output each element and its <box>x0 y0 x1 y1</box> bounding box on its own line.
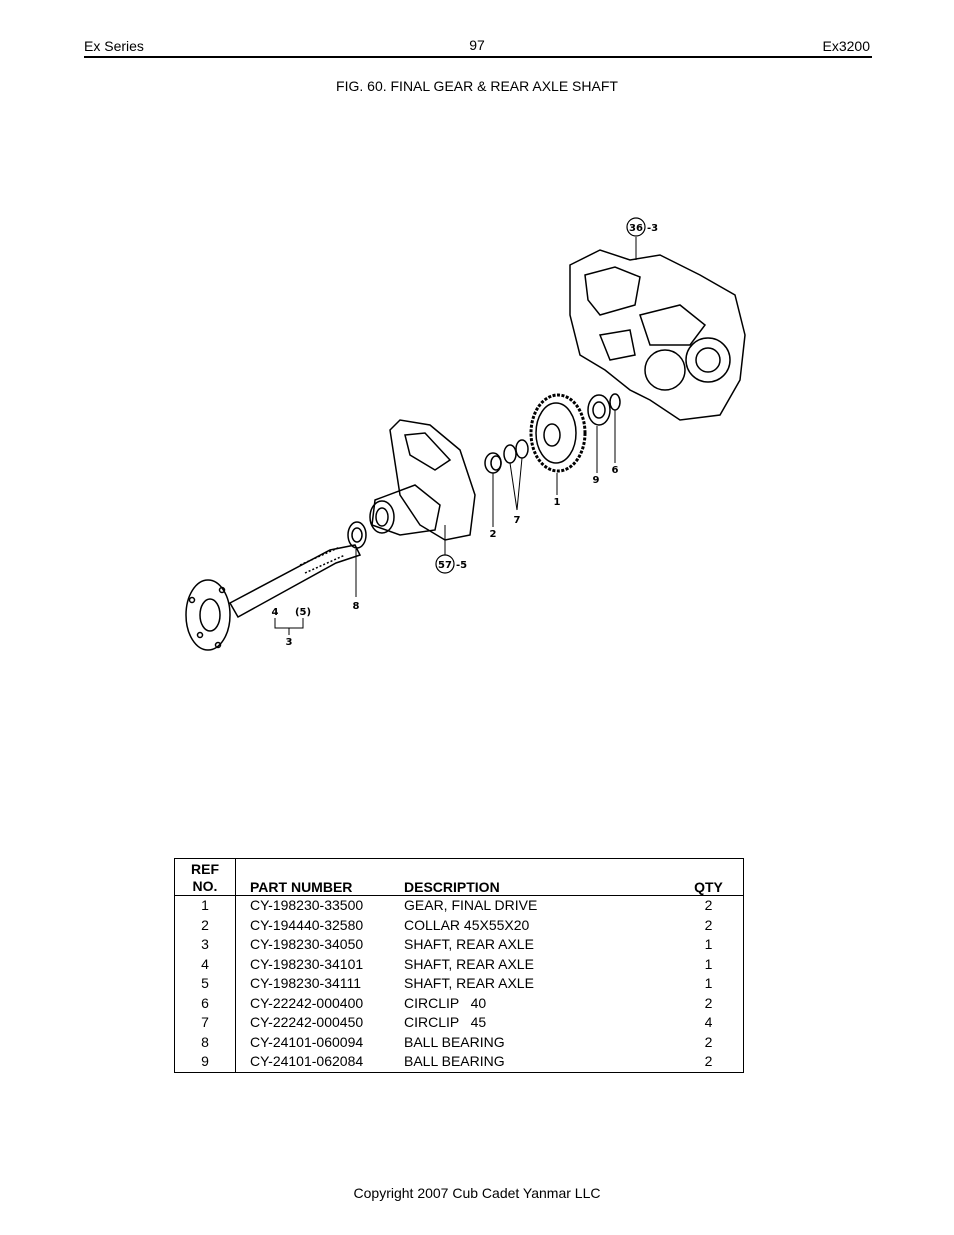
callout-9: 9 <box>593 475 600 486</box>
ball-bearing-8 <box>347 521 367 549</box>
cell-ref: 9 <box>174 1052 236 1072</box>
cell-description: COLLAR 45X55X20 <box>404 916 530 933</box>
cell-description: SHAFT, REAR AXLE <box>404 975 534 991</box>
cell-qty: 2 <box>704 916 713 933</box>
callout-36: 36 <box>629 223 643 234</box>
callout-3: 3 <box>286 637 293 648</box>
cell-qty: 2 <box>704 897 713 913</box>
cell-ref: 8 <box>174 1032 236 1052</box>
header-part-number: PART NUMBER <box>235 858 404 896</box>
parts-table-header: REF NO. PART NUMBER DESCRIPTION QTY <box>174 858 744 896</box>
table-row: 6 CY-22242-000400 CIRCLIP 40 2 <box>174 993 744 1013</box>
header-model: Ex3200 <box>822 38 870 54</box>
ball-bearing-9 <box>587 394 611 426</box>
table-row: 2 CY-194440-32580 COLLAR 45X55X20 2 <box>174 915 744 935</box>
table-row: 7 CY-22242-000450 CIRCLIP 45 4 <box>174 1013 744 1033</box>
cell-part-number: CY-198230-34050 <box>250 936 364 952</box>
cell-ref: 5 <box>174 974 236 994</box>
final-drive-gear-1 <box>529 393 587 473</box>
callout-2: 2 <box>490 529 497 540</box>
cell-ref: 4 <box>174 954 236 974</box>
cell-part-number: CY-198230-34111 <box>250 975 362 991</box>
cell-part-number: CY-194440-32580 <box>250 916 364 933</box>
cell-qty: 2 <box>704 1033 713 1050</box>
cell-description: BALL BEARING <box>404 1033 505 1050</box>
callout-6: 6 <box>612 465 619 476</box>
cell-description: CIRCLIP 45 <box>404 1014 487 1030</box>
callout-8: 8 <box>353 601 360 612</box>
cell-part-number: CY-22242-000450 <box>250 1014 364 1030</box>
table-row: 4 CY-198230-34101 SHAFT, REAR AXLE 1 <box>174 954 744 974</box>
axle-housing <box>369 419 476 541</box>
rear-axle-shaft <box>185 544 362 651</box>
cell-ref: 3 <box>174 935 236 955</box>
callout-5: (5) <box>295 607 311 618</box>
cell-part-number: CY-24101-060094 <box>250 1033 364 1050</box>
cell-qty: 1 <box>704 936 713 952</box>
copyright-footer: Copyright 2007 Cub Cadet Yanmar LLC <box>353 1185 601 1201</box>
figure-title: FIG. 60. FINAL GEAR & REAR AXLE SHAFT <box>336 78 618 94</box>
cell-part-number: CY-24101-062084 <box>250 1053 364 1069</box>
cell-qty: 4 <box>704 1014 713 1030</box>
cell-ref: 2 <box>174 915 236 935</box>
circlips-7 <box>503 439 529 464</box>
cell-description: GEAR, FINAL DRIVE <box>404 897 538 913</box>
cell-qty: 1 <box>704 955 713 972</box>
cell-qty: 2 <box>704 994 713 1011</box>
page-number: 97 <box>469 37 485 53</box>
cell-description: SHAFT, REAR AXLE <box>404 936 534 952</box>
transmission-case <box>569 249 746 421</box>
callout-1: 1 <box>554 497 561 508</box>
table-row: 8 CY-24101-060094 BALL BEARING 2 <box>174 1032 744 1052</box>
callout-4: 4 <box>272 607 279 618</box>
cell-ref: 6 <box>174 993 236 1013</box>
cell-part-number: CY-198230-34101 <box>250 955 364 972</box>
cell-part-number: CY-22242-000400 <box>250 994 364 1011</box>
table-row: 3 CY-198230-34050 SHAFT, REAR AXLE 1 <box>174 935 744 955</box>
table-row: 5 CY-198230-34111 SHAFT, REAR AXLE 1 <box>174 974 744 994</box>
cell-qty: 2 <box>704 1053 713 1069</box>
cell-description: SHAFT, REAR AXLE <box>404 955 534 972</box>
circlip-6 <box>609 393 621 411</box>
header-description: DESCRIPTION <box>404 858 674 896</box>
header-ref-no: REF NO. <box>174 858 236 896</box>
header-rule <box>84 56 872 58</box>
exploded-parts-diagram: 36 -3 57 -5 1 2 7 9 6 8 4 (5) 3 <box>185 217 746 651</box>
callout-57: 57 <box>438 560 452 571</box>
cell-ref: 7 <box>174 1013 236 1033</box>
callout-7: 7 <box>514 515 521 526</box>
header-series: Ex Series <box>84 38 144 54</box>
table-row: 1 CY-198230-33500 GEAR, FINAL DRIVE 2 <box>174 895 744 916</box>
cell-qty: 1 <box>704 975 713 991</box>
cell-part-number: CY-198230-33500 <box>250 897 364 913</box>
cell-description: CIRCLIP 40 <box>404 994 487 1011</box>
cell-description: BALL BEARING <box>404 1053 505 1069</box>
callout-57-suffix: -5 <box>456 560 467 571</box>
header-qty: QTY <box>674 858 744 896</box>
collar-2 <box>484 452 502 474</box>
table-row: 9 CY-24101-062084 BALL BEARING 2 <box>174 1052 744 1072</box>
callout-36-suffix: -3 <box>647 223 658 234</box>
cell-ref: 1 <box>174 895 236 916</box>
